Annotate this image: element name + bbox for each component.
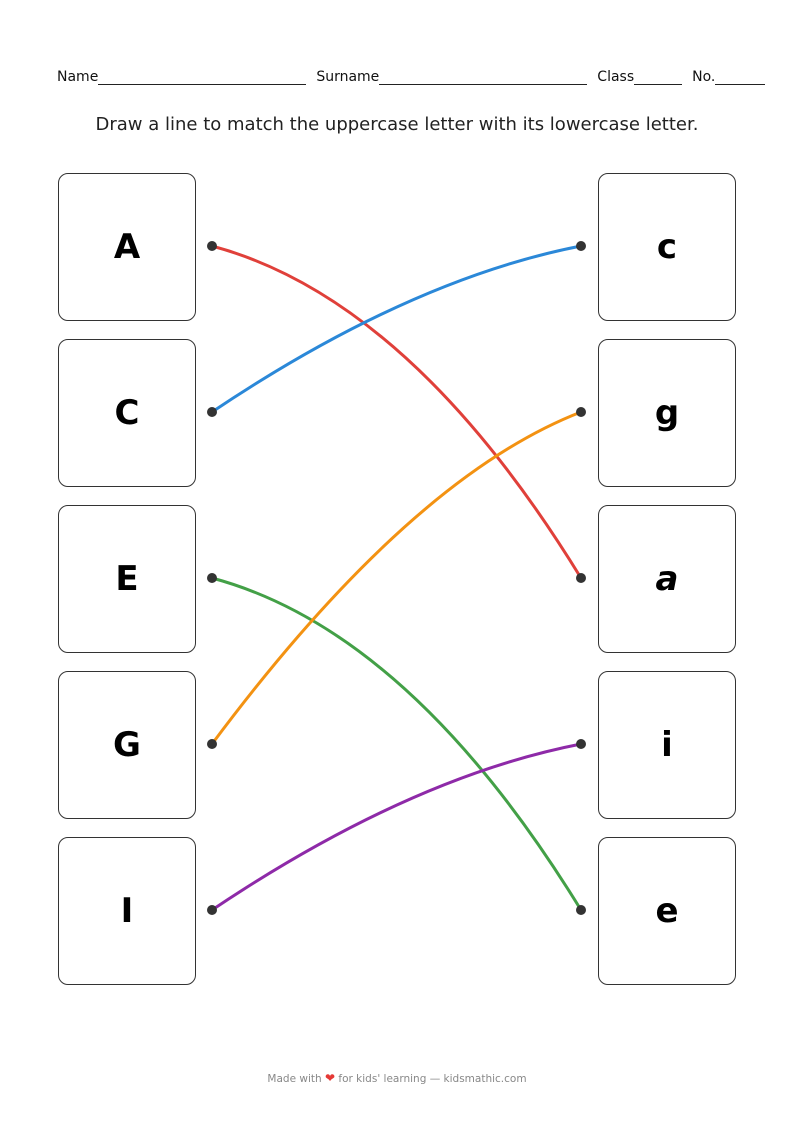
right-connector-dot[interactable] [576,573,586,583]
right-letter-box[interactable]: c [598,173,736,321]
heart-icon: ❤ [325,1071,336,1085]
surname-field[interactable] [379,70,588,85]
right-letter-box[interactable]: i [598,671,736,819]
match-line [211,244,583,579]
match-line [211,742,582,912]
left-letter-box[interactable]: C [58,339,196,487]
right-letter-box[interactable]: g [598,339,736,487]
match-line [210,410,582,745]
right-connector-dot[interactable] [576,407,586,417]
match-line [211,576,583,911]
right-connector-dot[interactable] [576,739,586,749]
right-letter-box[interactable]: e [598,837,736,985]
number-label: No. [692,69,716,85]
left-connector-dot[interactable] [207,905,217,915]
left-letter-box[interactable]: A [58,173,196,321]
surname-label: Surname [316,69,380,85]
footer: Made with ❤ for kids' learning — kidsmat… [0,1071,794,1085]
left-connector-dot[interactable] [207,739,217,749]
number-field[interactable] [715,70,766,85]
match-line [211,244,582,414]
left-letter-box[interactable]: G [58,671,196,819]
name-field[interactable] [98,70,307,85]
right-letter-box[interactable]: a [598,505,736,653]
right-connector-dot[interactable] [576,241,586,251]
class-label: Class [597,69,635,85]
left-letter-box[interactable]: I [58,837,196,985]
left-connector-dot[interactable] [207,573,217,583]
footer-suffix: for kids' learning — kidsmathic.com [338,1073,527,1085]
left-connector-dot[interactable] [207,241,217,251]
left-letter-box[interactable]: E [58,505,196,653]
student-info-header: Name Surname Class No. [57,69,766,85]
left-connector-dot[interactable] [207,407,217,417]
right-connector-dot[interactable] [576,905,586,915]
instruction-text: Draw a line to match the uppercase lette… [95,114,699,135]
class-field[interactable] [634,70,683,85]
name-label: Name [57,69,99,85]
footer-prefix: Made with [267,1073,322,1085]
